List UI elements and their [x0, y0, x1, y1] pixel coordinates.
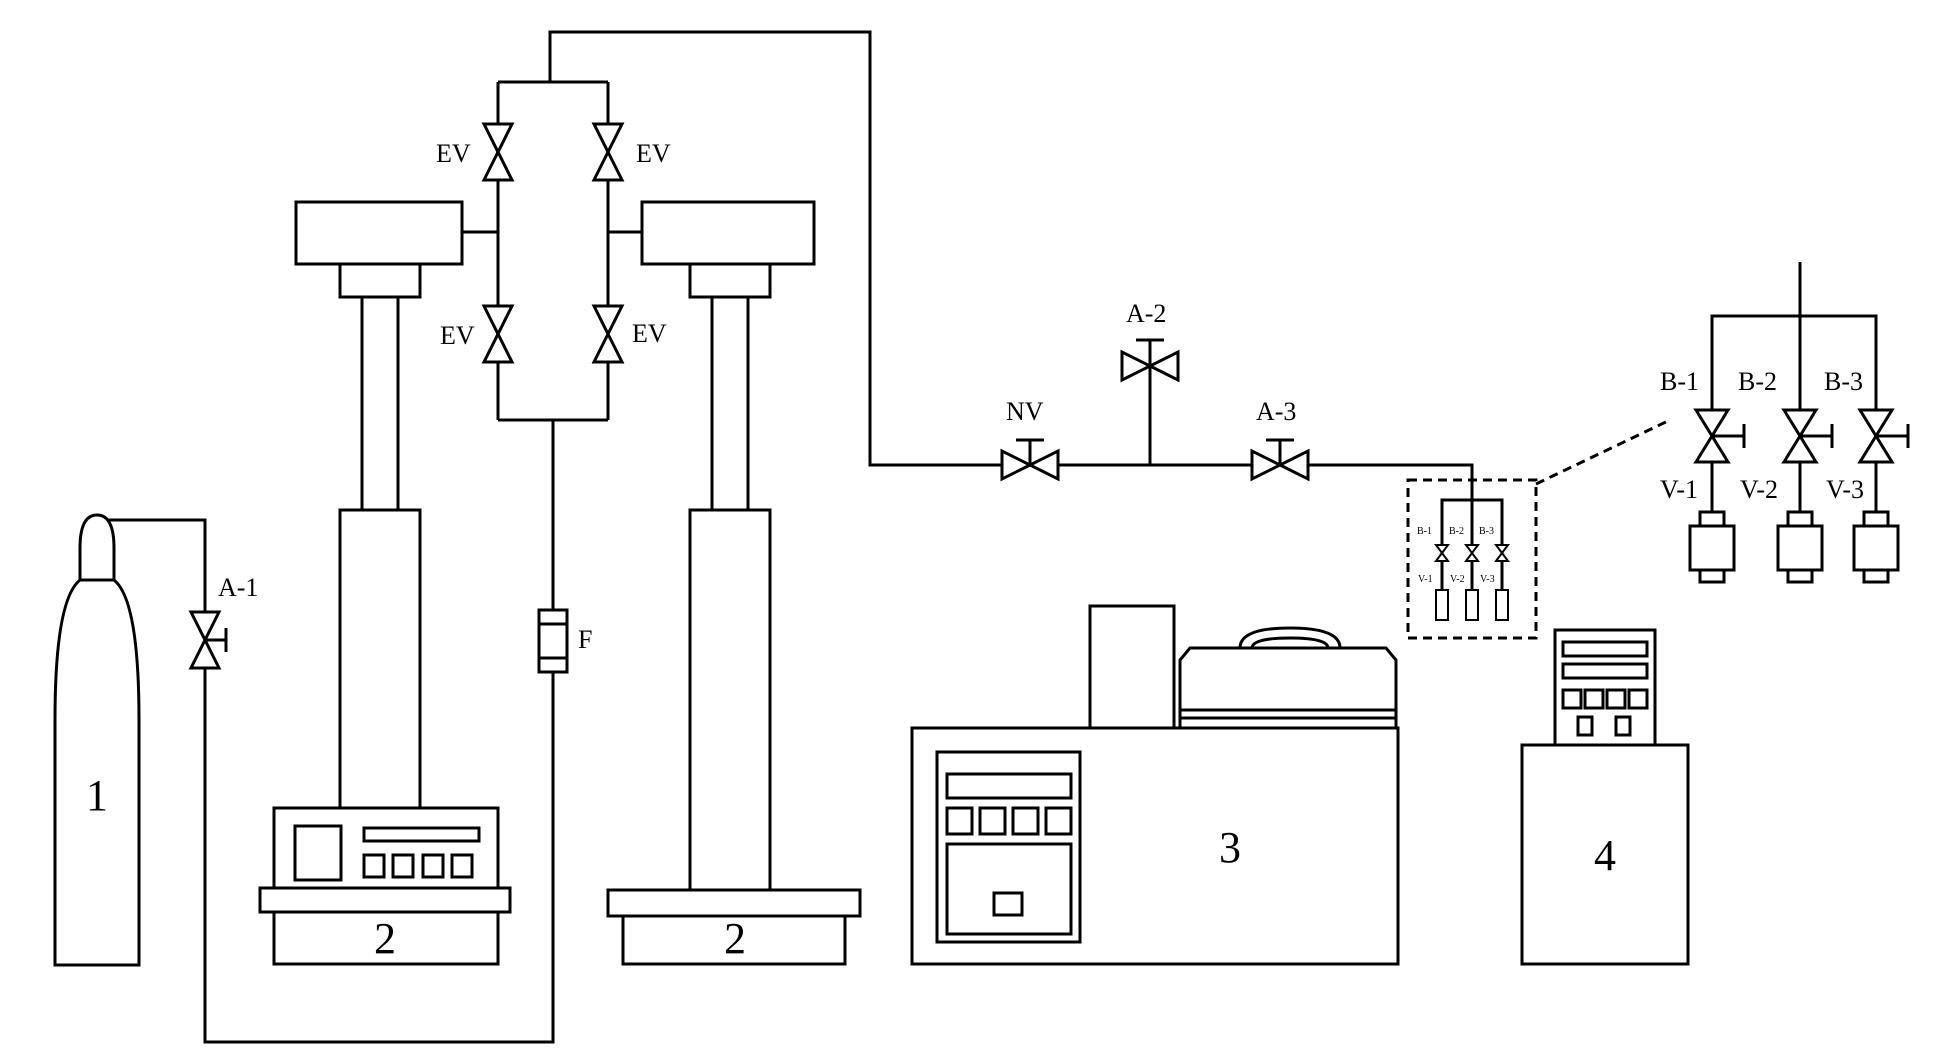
pump-right-label: 2 [724, 914, 746, 963]
pipework [105, 30, 1474, 1044]
inset-v2-label: V-2 [1450, 574, 1465, 585]
pump-left-label: 2 [374, 914, 396, 963]
analyzer-label: 3 [1219, 823, 1241, 872]
syringe-pump-right: 2 [606, 200, 862, 966]
valve-b3-label: B-3 [1824, 367, 1863, 396]
valve-a1-label: A-1 [218, 573, 258, 602]
valve-ev-top-left-label: EV [436, 139, 471, 168]
valve-b2-label: B-2 [1738, 367, 1777, 396]
enlarged-manifold: B-1 B-2 B-3 V-1 [1660, 262, 1910, 584]
vessel-v1: V-1 [1660, 475, 1736, 584]
vessel-v3-label: V-3 [1826, 475, 1864, 504]
valve-ev-bottom-right: EV [591, 304, 667, 364]
vessel-v2: V-2 [1740, 475, 1824, 584]
valve-ev-top-left: EV [436, 122, 515, 182]
bath-label: 4 [1594, 831, 1616, 880]
valve-b2: B-2 [1738, 367, 1834, 464]
valve-ev-bottom-right-label: EV [632, 319, 667, 348]
syringe-pump-left: 2 [258, 200, 512, 966]
valve-nv-label: NV [1006, 397, 1044, 426]
analyzer-instrument: 3 [910, 604, 1400, 966]
valve-ev-bottom-left-label: EV [440, 321, 475, 350]
inset-manifold: B-1 B-2 B-3 V-1 V-2 V-3 [1406, 478, 1538, 640]
inset-pointer-line [1535, 418, 1671, 486]
valve-b1: B-1 [1660, 367, 1746, 464]
thermostatic-bath: 4 [1520, 628, 1690, 966]
valve-a2-label: A-2 [1126, 299, 1166, 328]
inset-b3-label: B-3 [1479, 526, 1494, 537]
valve-ev-top-right: EV [591, 122, 671, 182]
inset-v3-label: V-3 [1480, 574, 1495, 585]
valve-a3: A-3 [1250, 397, 1310, 482]
filter-label: F [578, 625, 592, 654]
valve-ev-bottom-left: EV [440, 304, 515, 364]
valve-a1: A-1 [188, 573, 258, 670]
filter: F [537, 608, 592, 674]
vessel-v2-label: V-2 [1740, 475, 1778, 504]
vessel-v3: V-3 [1826, 475, 1900, 584]
inset-b2-label: B-2 [1449, 526, 1464, 537]
valve-b3: B-3 [1824, 367, 1910, 464]
valve-a3-label: A-3 [1256, 397, 1296, 426]
valve-a2: A-2 [1120, 299, 1180, 383]
valve-nv: NV [1000, 397, 1060, 482]
valve-b1-label: B-1 [1660, 367, 1699, 396]
inset-v1-label: V-1 [1418, 574, 1433, 585]
cylinder-label: 1 [86, 771, 108, 820]
valve-ev-top-right-label: EV [636, 139, 671, 168]
vessel-v1-label: V-1 [1660, 475, 1698, 504]
inset-b1-label: B-1 [1417, 526, 1432, 537]
gas-cylinder: 1 [53, 513, 141, 967]
